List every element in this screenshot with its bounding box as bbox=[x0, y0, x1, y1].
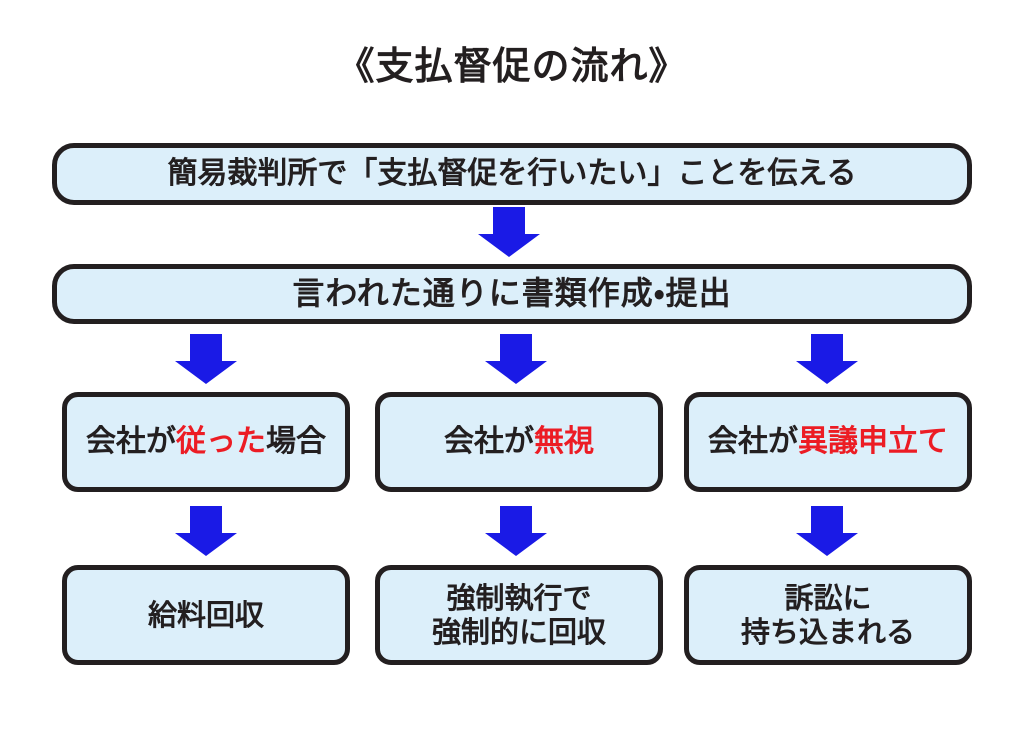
step-box-documents-label: 言われた通りに書類作成・提出 bbox=[292, 274, 732, 313]
down-arrow-icon-branch-followed bbox=[175, 334, 237, 384]
down-arrow-icon-branch-objection bbox=[796, 334, 858, 384]
result-box-ignored: 強制執行で 強制的に回収 bbox=[375, 565, 663, 665]
branch-box-ignored: 会社が無視 bbox=[375, 392, 663, 492]
result-box-followed-label: 給料回収 bbox=[67, 598, 345, 632]
step-box-documents: 言われた通りに書類作成・提出 bbox=[52, 264, 972, 324]
branch-prefix-ignored: 会社が bbox=[444, 424, 534, 460]
branch-box-followed: 会社が従った場合 bbox=[62, 392, 350, 492]
branch-box-followed-label: 会社が従った場合 bbox=[67, 424, 345, 459]
down-arrow-icon-result-ignored bbox=[485, 506, 547, 556]
branch-box-ignored-label: 会社が無視 bbox=[380, 424, 658, 459]
branch-highlight-objection: 異議申立て bbox=[798, 424, 948, 460]
step-box-intake: 簡易裁判所で「支払督促を行いたい」ことを伝える bbox=[52, 143, 972, 205]
result-line-1-ignored: 強制執行で bbox=[446, 580, 592, 615]
down-arrow-icon-result-followed bbox=[175, 506, 237, 556]
branch-prefix-objection: 会社が bbox=[708, 424, 798, 460]
down-arrow-icon-branch-ignored bbox=[485, 334, 547, 384]
step-box-intake-label: 簡易裁判所で「支払督促を行いたい」ことを伝える bbox=[167, 156, 857, 192]
page-title: 《支払督促の流れ》 bbox=[336, 44, 688, 88]
down-arrow-icon-result-objection bbox=[796, 506, 858, 556]
result-line-1-objection: 訴訟に bbox=[784, 580, 872, 615]
result-box-objection: 訴訟に 持ち込まれる bbox=[684, 565, 972, 665]
branch-suffix-followed: 場合 bbox=[266, 424, 326, 460]
branch-highlight-ignored: 無視 bbox=[534, 424, 594, 460]
result-box-objection-label: 訴訟に 持ち込まれる bbox=[689, 581, 967, 649]
result-box-followed: 給料回収 bbox=[62, 565, 350, 665]
down-arrow-icon-trunk bbox=[478, 207, 540, 257]
result-box-ignored-label: 強制執行で 強制的に回収 bbox=[380, 581, 658, 649]
result-line-2-ignored: 強制的に回収 bbox=[431, 615, 606, 649]
result-line-1-followed: 給料回収 bbox=[147, 597, 264, 632]
branch-box-objection: 会社が異議申立て bbox=[684, 392, 972, 492]
branch-prefix-followed: 会社が bbox=[86, 424, 176, 460]
result-line-2-objection: 持ち込まれる bbox=[740, 615, 915, 649]
branch-highlight-followed: 従った bbox=[176, 424, 266, 460]
branch-box-objection-label: 会社が異議申立て bbox=[689, 424, 967, 459]
